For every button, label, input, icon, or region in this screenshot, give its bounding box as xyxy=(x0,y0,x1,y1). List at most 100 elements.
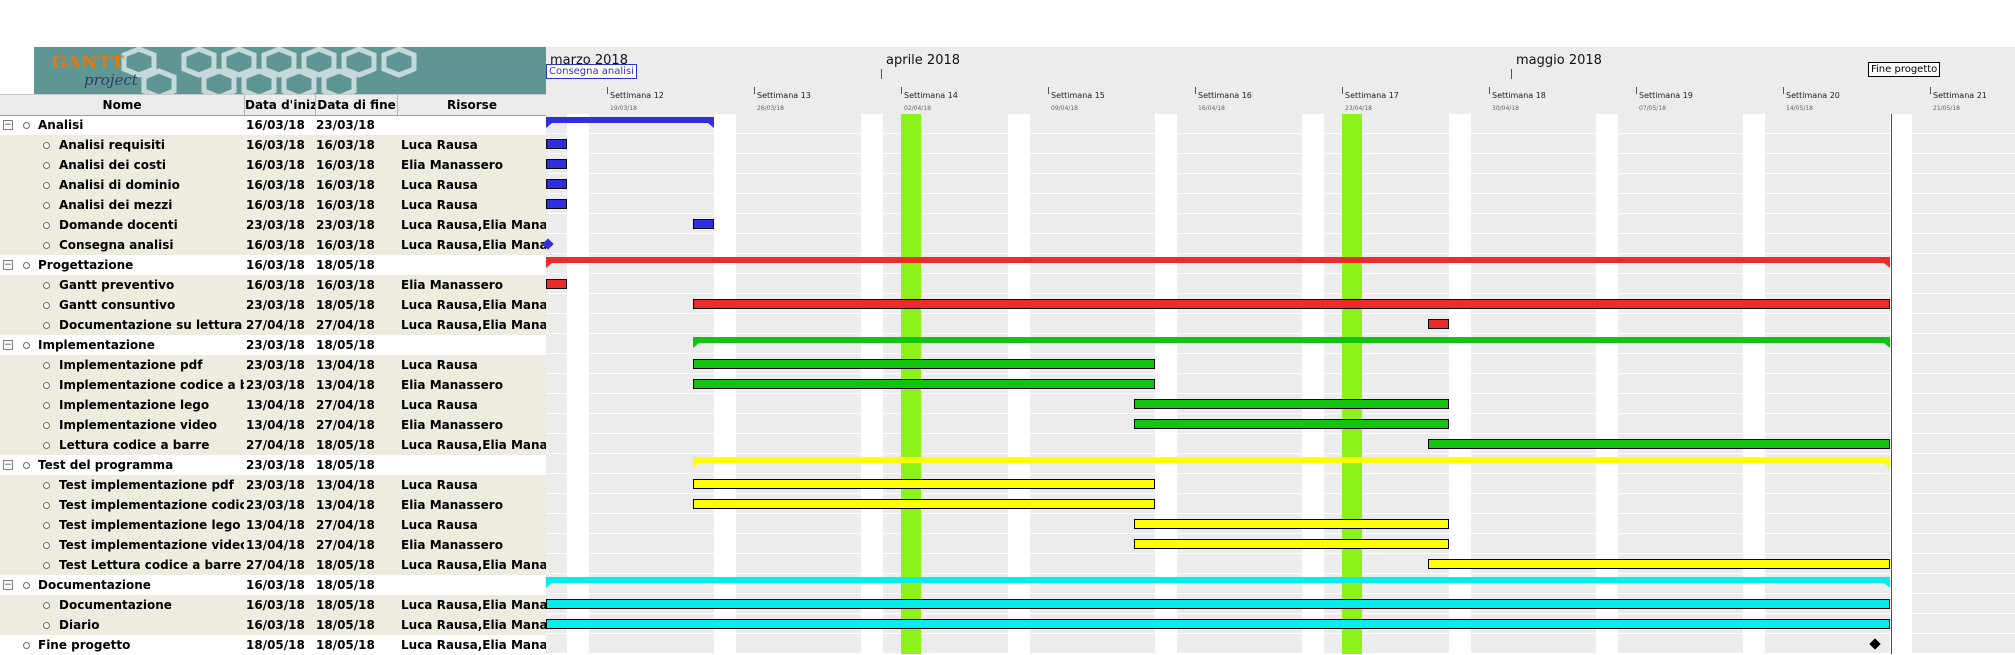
task-bar[interactable] xyxy=(1134,539,1449,549)
task-bar[interactable] xyxy=(1134,519,1449,529)
task-bullet-icon xyxy=(43,382,50,389)
task-row[interactable]: Documentazione su lettura cod...27/04/18… xyxy=(0,315,546,335)
task-bar[interactable] xyxy=(693,219,714,229)
task-bullet-icon xyxy=(43,402,50,409)
collapse-toggle-icon[interactable]: − xyxy=(3,460,13,470)
task-name: Fine progetto xyxy=(38,638,131,652)
task-bullet-icon xyxy=(43,562,50,569)
milestone-label-consegna-analisi[interactable]: Consegna analisi xyxy=(546,64,637,79)
summary-bar[interactable] xyxy=(546,117,714,128)
task-start-date: 16/03/18 xyxy=(246,118,305,132)
summary-bar[interactable] xyxy=(693,337,1890,348)
summary-bar[interactable] xyxy=(693,457,1890,468)
task-row[interactable]: Implementazione codice a barre23/03/1813… xyxy=(0,375,546,395)
task-bar[interactable] xyxy=(546,279,567,289)
week-tick xyxy=(1489,87,1490,94)
task-name: Diario xyxy=(59,618,100,632)
collapse-toggle-icon[interactable]: − xyxy=(3,260,13,270)
task-bullet-icon xyxy=(23,462,30,469)
timeline-header: marzo 2018 aprile 2018 maggio 2018 Conse… xyxy=(546,47,2015,114)
task-bar[interactable] xyxy=(1428,319,1449,329)
task-end-date: 27/04/18 xyxy=(316,398,375,412)
summary-bar[interactable] xyxy=(546,577,1890,588)
task-bar[interactable] xyxy=(1134,399,1449,409)
task-resources: Luca Rausa,Elia Manassero xyxy=(401,318,546,332)
task-start-date: 16/03/18 xyxy=(246,158,305,172)
milestone-label-fine-progetto[interactable]: Fine progetto xyxy=(1868,62,1941,77)
column-header-name[interactable]: Nome xyxy=(0,95,245,115)
collapse-toggle-icon[interactable]: − xyxy=(3,340,13,350)
task-resources: Elia Manassero xyxy=(401,538,503,552)
task-name: Progettazione xyxy=(38,258,134,272)
task-name: Test implementazione codice a ... xyxy=(59,498,244,512)
task-bar[interactable] xyxy=(1134,419,1449,429)
task-bar[interactable] xyxy=(1428,439,1890,449)
collapse-toggle-icon[interactable]: − xyxy=(3,120,13,130)
task-bar[interactable] xyxy=(693,479,1155,489)
task-bar[interactable] xyxy=(546,199,567,209)
task-bullet-icon xyxy=(43,282,50,289)
task-bar[interactable] xyxy=(546,159,567,169)
summary-bar[interactable] xyxy=(546,257,1890,268)
task-start-date: 27/04/18 xyxy=(246,558,305,572)
task-name: Gantt consuntivo xyxy=(59,298,176,312)
chart-grid-row xyxy=(546,234,2015,254)
week-label: Settimana 14 xyxy=(904,91,958,100)
task-row[interactable]: Test implementazione codice a ...23/03/1… xyxy=(0,495,546,515)
task-bar[interactable] xyxy=(546,619,1890,629)
task-name: Test Lettura codice a barre xyxy=(59,558,242,572)
task-end-date: 18/05/18 xyxy=(316,458,375,472)
task-name: Analisi di dominio xyxy=(59,178,180,192)
week-date: 14/05/18 xyxy=(1786,105,1813,112)
task-end-date: 16/03/18 xyxy=(316,278,375,292)
task-end-date: 23/03/18 xyxy=(316,118,375,132)
task-bar[interactable] xyxy=(546,179,567,189)
collapse-toggle-icon[interactable]: − xyxy=(3,580,13,590)
task-bullet-icon xyxy=(43,602,50,609)
task-bar[interactable] xyxy=(693,379,1155,389)
task-start-date: 23/03/18 xyxy=(246,358,305,372)
task-start-date: 27/04/18 xyxy=(246,438,305,452)
task-bar[interactable] xyxy=(546,139,567,149)
task-bar[interactable] xyxy=(693,299,1890,309)
week-tick xyxy=(901,87,902,94)
task-end-date: 18/05/18 xyxy=(316,338,375,352)
column-header-start[interactable]: Data d'iniz... xyxy=(245,95,316,115)
weekend-column xyxy=(1596,114,1618,654)
task-bar[interactable] xyxy=(693,359,1155,369)
column-header-end[interactable]: Data di fine xyxy=(316,95,398,115)
gantt-chart[interactable]: marzo 2018 aprile 2018 maggio 2018 Conse… xyxy=(542,47,2015,654)
task-end-date: 23/03/18 xyxy=(316,218,375,232)
column-header-resources[interactable]: Risorse xyxy=(447,98,497,112)
task-resources: Luca Rausa,Elia Manassero xyxy=(401,238,546,252)
task-start-date: 13/04/18 xyxy=(246,418,305,432)
task-bullet-icon xyxy=(43,302,50,309)
task-bar[interactable] xyxy=(546,599,1890,609)
task-bar[interactable] xyxy=(1428,559,1890,569)
task-bar[interactable] xyxy=(693,499,1155,509)
